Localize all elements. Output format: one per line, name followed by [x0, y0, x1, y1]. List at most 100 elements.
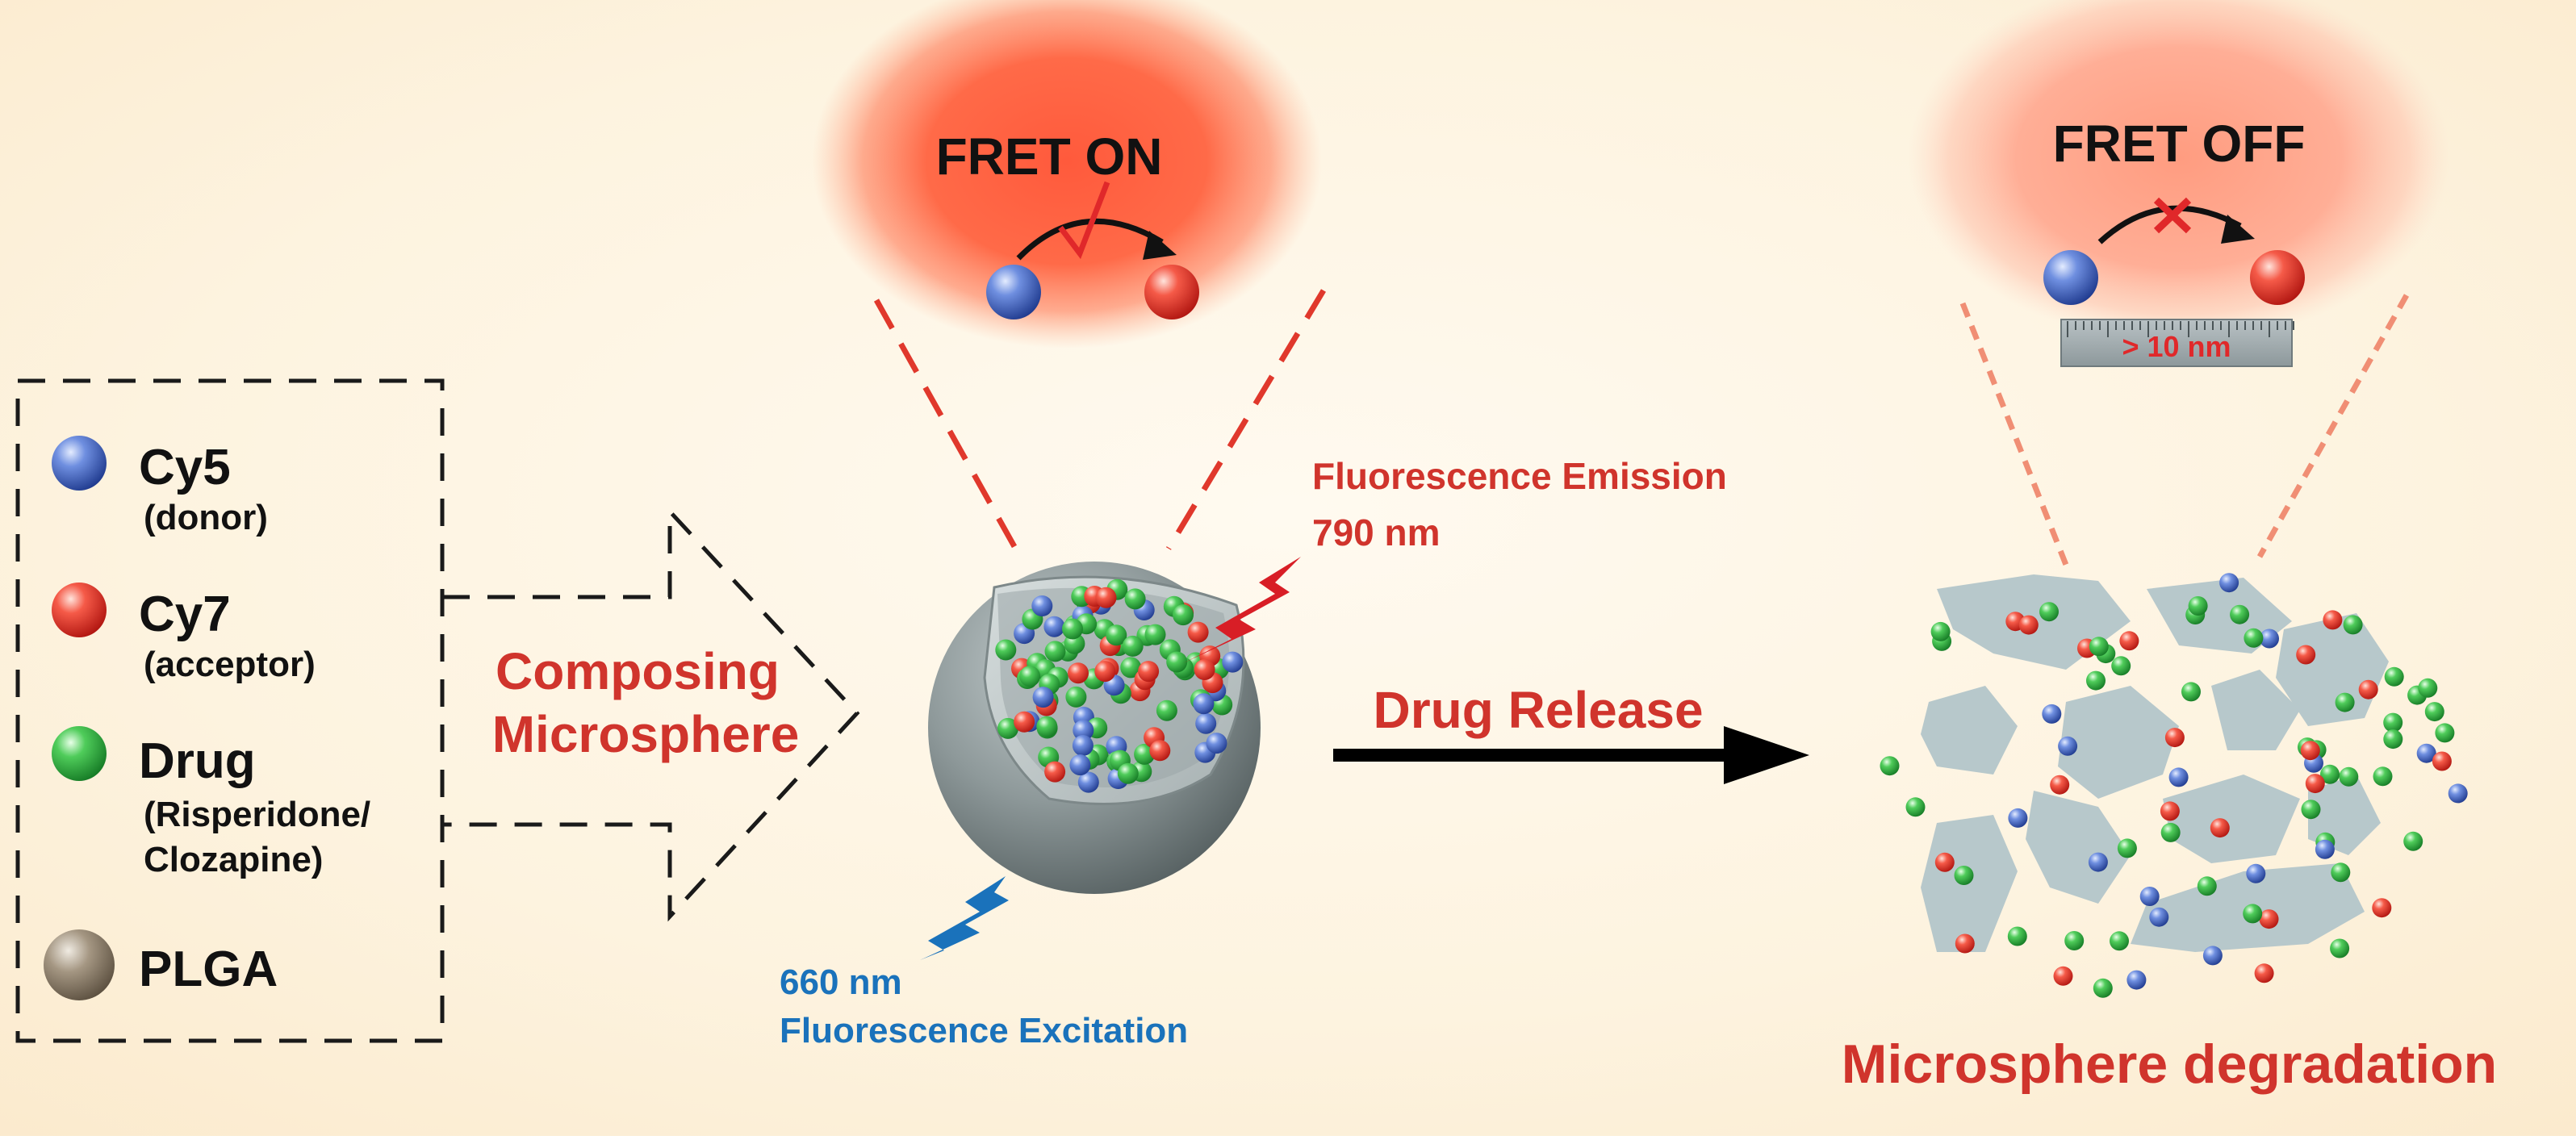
particle: [2111, 656, 2131, 676]
particle: [2050, 775, 2070, 795]
particle: [1014, 711, 1035, 733]
drug-release-arrow: Drug Release: [1333, 681, 1809, 784]
particle: [2383, 729, 2403, 750]
particle: [1068, 662, 1089, 684]
energy-transfer-arc: [1016, 218, 1164, 261]
particle: [1094, 661, 1116, 683]
particle: [2243, 904, 2263, 924]
zoom-line-right: [1165, 289, 1327, 550]
particle: [1065, 686, 1087, 708]
particle: [1194, 659, 1215, 680]
particle: [2093, 978, 2113, 998]
excitation-label-line1: 660 nm: [780, 963, 902, 1002]
legend-cy5-label: Cy5: [139, 440, 231, 495]
donor-particle-off: [2043, 250, 2098, 305]
donor-particle: [986, 265, 1041, 319]
particle: [1120, 657, 1142, 679]
degraded-microsphere: [1880, 573, 2468, 998]
particle: [2373, 766, 2393, 787]
fret-off-glow: [1908, 0, 2450, 342]
drug-particle: [52, 726, 107, 781]
fragment: [2276, 613, 2389, 726]
particle: [1073, 720, 1094, 741]
degradation-label: Microsphere degradation: [1842, 1034, 2497, 1095]
particle: [1077, 771, 1099, 793]
emission-label-line2: 790 nm: [1312, 512, 1441, 553]
legend-drug-sub-2: Clozapine): [144, 840, 323, 879]
particle: [2343, 615, 2363, 635]
ruler-distance-label: > 10 nm: [2122, 330, 2231, 363]
legend: Cy5 (donor) Cy7 (acceptor) Drug (Risperi…: [15, 378, 445, 1043]
particle: [2117, 838, 2137, 858]
particle: [2149, 907, 2169, 927]
particle: [2230, 604, 2250, 624]
particle: [2300, 741, 2320, 761]
particle: [2168, 767, 2189, 787]
acceptor-particle-off: [2250, 250, 2305, 305]
particle: [1149, 740, 1171, 762]
particle: [2432, 751, 2452, 771]
ruler-ticks: [2067, 321, 2294, 337]
compose-label-line2: Microsphere: [492, 705, 800, 763]
particle: [2435, 723, 2455, 743]
particle: [2418, 678, 2438, 698]
particle: [2160, 801, 2180, 821]
transfer-arrowhead: [1143, 231, 1177, 260]
compose-label-line1: Composing: [496, 642, 780, 700]
encapsulated-particles: [995, 578, 1244, 793]
particle: [995, 639, 1017, 661]
particle: [2181, 682, 2201, 702]
particle: [1106, 624, 1127, 646]
blocked-arrowhead: [2221, 215, 2255, 244]
dashed-arrow-outline: [442, 506, 860, 922]
particle: [1144, 624, 1166, 645]
particle: [2296, 645, 2316, 665]
legend-plga-label: PLGA: [139, 942, 278, 997]
fret-on-glow: [812, 0, 1322, 349]
particle: [2164, 728, 2185, 748]
particle: [2384, 666, 2404, 687]
legend-cy7-sub: (acceptor): [144, 645, 316, 684]
excitation-bolt-icon: [920, 876, 1009, 960]
legend-cy7-label: Cy7: [139, 587, 231, 642]
particle: [2372, 898, 2392, 918]
fragment: [2026, 791, 2131, 904]
excitation-label-line2: Fluorescence Excitation: [780, 1011, 1188, 1050]
particle: [2160, 822, 2181, 842]
particle: [2042, 704, 2062, 724]
fragment: [2163, 775, 2300, 863]
particle: [1905, 797, 1926, 817]
emission-label-line1: Fluorescence Emission: [1312, 455, 1727, 497]
particle: [2339, 766, 2359, 787]
acceptor-particle: [1144, 265, 1199, 319]
particle: [1955, 933, 1975, 954]
cy7-particle: [52, 583, 107, 637]
fragment: [2211, 670, 2300, 750]
particle: [1036, 716, 1058, 737]
particle: [1043, 616, 1065, 637]
microsphere: [928, 562, 1261, 894]
particle: [1069, 754, 1091, 776]
particle: [2259, 909, 2279, 929]
particle: [1193, 693, 1215, 715]
release-arrow-shaft: [1333, 749, 1737, 762]
particle: [2018, 615, 2039, 635]
particle: [1044, 761, 1066, 783]
particle: [2139, 887, 2160, 906]
particle: [2197, 876, 2217, 896]
particle: [1206, 733, 1227, 754]
particle: [2064, 931, 2085, 950]
plga-particle: [44, 929, 115, 1000]
particle: [2448, 783, 2468, 804]
compose-arrow: Composing Microsphere: [442, 506, 860, 922]
legend-cy5-sub: (donor): [144, 498, 268, 537]
particle: [2110, 931, 2129, 951]
particle: [2244, 628, 2264, 648]
particle: [1138, 661, 1160, 683]
fragment: [2058, 686, 2179, 799]
particle: [2383, 712, 2403, 733]
particle: [1222, 651, 1244, 673]
particle: [1930, 621, 1951, 641]
